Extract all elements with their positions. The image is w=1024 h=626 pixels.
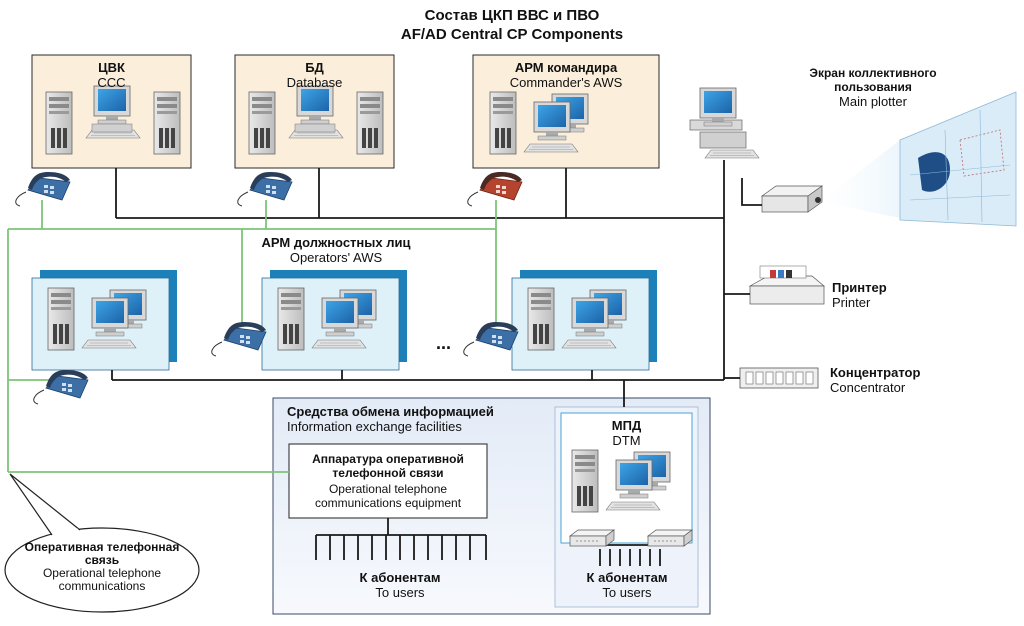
title-en: AF/AD Central CP Components — [400, 26, 624, 43]
printer-label: Принтер Printer — [832, 280, 952, 310]
database-label: БД Database — [235, 60, 394, 90]
phone-operator-1 — [33, 369, 89, 405]
telephone-equipment-label-ru: Аппаратура оперативной телефонной связи — [312, 452, 464, 480]
plotter-label-ru: Экран коллективного пользования — [809, 66, 937, 94]
commander-label-en: Commander's AWS — [509, 75, 623, 90]
telephone-equipment-label: Аппаратура оперативной телефонной связи … — [291, 452, 485, 510]
telephone-equipment-label-en: Operational telephone communications equ… — [314, 482, 462, 510]
concentrator-device — [739, 367, 819, 389]
users-left-label-en: To users — [375, 585, 425, 600]
phone-lines — [7, 200, 497, 473]
title-ru: Состав ЦКП ВВС и ПВО — [424, 7, 600, 24]
users-right-label-en: To users — [602, 585, 652, 600]
dtm-label-en: DTM — [612, 433, 641, 448]
exchange-label: Средства обмена информацией Information … — [287, 404, 549, 434]
operators-label-en: Operators' AWS — [289, 250, 383, 265]
database-label-en: Database — [286, 75, 343, 90]
database-label-ru: БД — [305, 60, 324, 75]
printer-label-en: Printer — [832, 295, 871, 310]
ccc-label: ЦВК CCC — [32, 60, 191, 90]
opcomm-label-en: Operational telephone communications — [42, 566, 162, 593]
lan-lines — [111, 160, 762, 566]
plotter-equipment — [689, 87, 1017, 227]
dtm-label: МПД DTM — [561, 418, 692, 448]
dtm-label-ru: МПД — [611, 418, 642, 433]
exchange-label-ru: Средства обмена информацией — [287, 404, 494, 419]
exchange-label-en: Information exchange facilities — [287, 419, 462, 434]
printer-device — [748, 265, 825, 305]
concentrator-label-ru: Концентратор — [830, 365, 921, 380]
users-right-label-ru: К абонентам — [586, 570, 668, 585]
more-workstations-ellipsis: ... — [436, 333, 452, 353]
users-left-label-ru: К абонентам — [359, 570, 441, 585]
ccc-label-en: CCC — [97, 75, 126, 90]
commander-label: АРМ командира Commander's AWS — [473, 60, 659, 90]
users-left-label: К абонентам To users — [330, 570, 470, 600]
printer-label-ru: Принтер — [832, 280, 887, 295]
users-right-label: К абонентам To users — [560, 570, 694, 600]
plotter-label-en: Main plotter — [839, 94, 907, 109]
phone-commander — [467, 171, 523, 207]
operators-label-ru: АРМ должностных лиц — [261, 235, 411, 250]
concentrator-label: Концентратор Concentrator — [830, 365, 970, 395]
opcomm-label-ru: Оперативная телефонная связь — [24, 540, 180, 567]
commander-label-ru: АРМ командира — [514, 60, 618, 75]
phone-operator-3 — [463, 321, 519, 357]
ccc-label-ru: ЦВК — [98, 60, 125, 75]
plotter-label: Экран коллективного пользования Main plo… — [790, 66, 956, 109]
phone-operator-2 — [211, 321, 267, 357]
phone-database — [237, 171, 293, 207]
opcomm-bubble — [4, 473, 200, 613]
operators-label: АРМ должностных лиц Operators' AWS — [236, 235, 436, 265]
concentrator-label-en: Concentrator — [830, 380, 906, 395]
diagram-title: Состав ЦКП ВВС и ПВО AF/AD Central CP Co… — [312, 6, 712, 44]
opcomm-label: Оперативная телефонная связь Operational… — [22, 541, 182, 593]
